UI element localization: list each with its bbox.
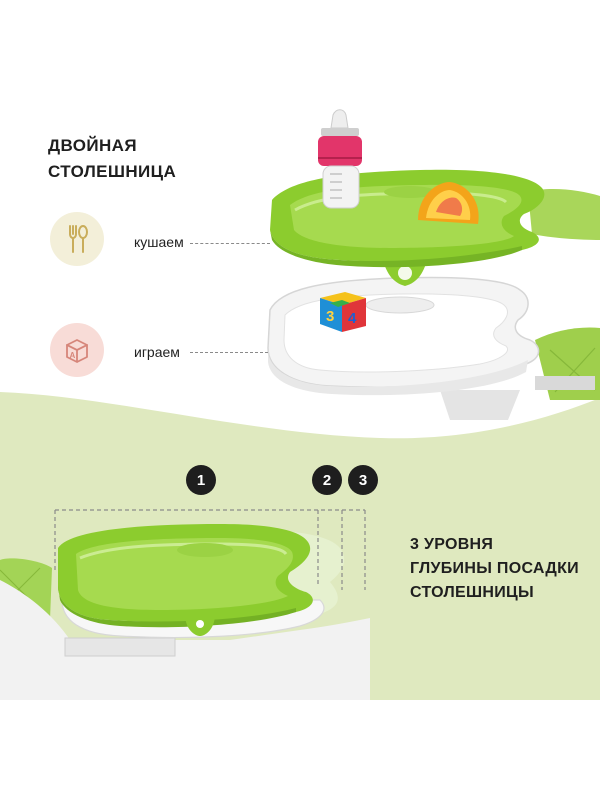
level-marker-2: 2	[312, 465, 342, 495]
double-tray-illustration: 3 4	[267, 109, 600, 420]
peach-slice	[418, 182, 479, 224]
baby-bottle	[318, 109, 362, 209]
toy-cube	[320, 292, 366, 332]
caption-line-1: 3 УРОВНЯ	[410, 536, 494, 553]
section-heading-double-tray: ДВОЙНАЯ СТОЛЕШНИЦА	[48, 133, 176, 185]
feature-label-eating: кушаем	[134, 234, 184, 250]
caption-line-3: СТОЛЕШНИЦЫ	[410, 584, 534, 601]
fork-spoon-icon	[50, 212, 104, 266]
leader-line-eating	[190, 243, 270, 244]
level-marker-1: 1	[186, 465, 216, 495]
toy-cube-letter-2: 4	[348, 310, 357, 327]
caption-line-2: ГЛУБИНЫ ПОСАДКИ	[410, 560, 579, 577]
depth-levels-caption: 3 УРОВНЯ ГЛУБИНЫ ПОСАДКИ СТОЛЕШНИЦЫ	[410, 533, 579, 605]
tray-depth-illustration	[0, 509, 370, 700]
leader-line-playing	[190, 352, 268, 353]
toy-cube-letter-1: 3	[326, 308, 334, 325]
toy-block-icon: A	[50, 323, 104, 377]
feature-label-playing: играем	[134, 344, 180, 360]
heading-line-2: СТОЛЕШНИЦА	[48, 162, 177, 181]
level-marker-3: 3	[348, 465, 378, 495]
heading-line-1: ДВОЙНАЯ	[48, 136, 137, 155]
svg-text:A: A	[70, 351, 76, 360]
